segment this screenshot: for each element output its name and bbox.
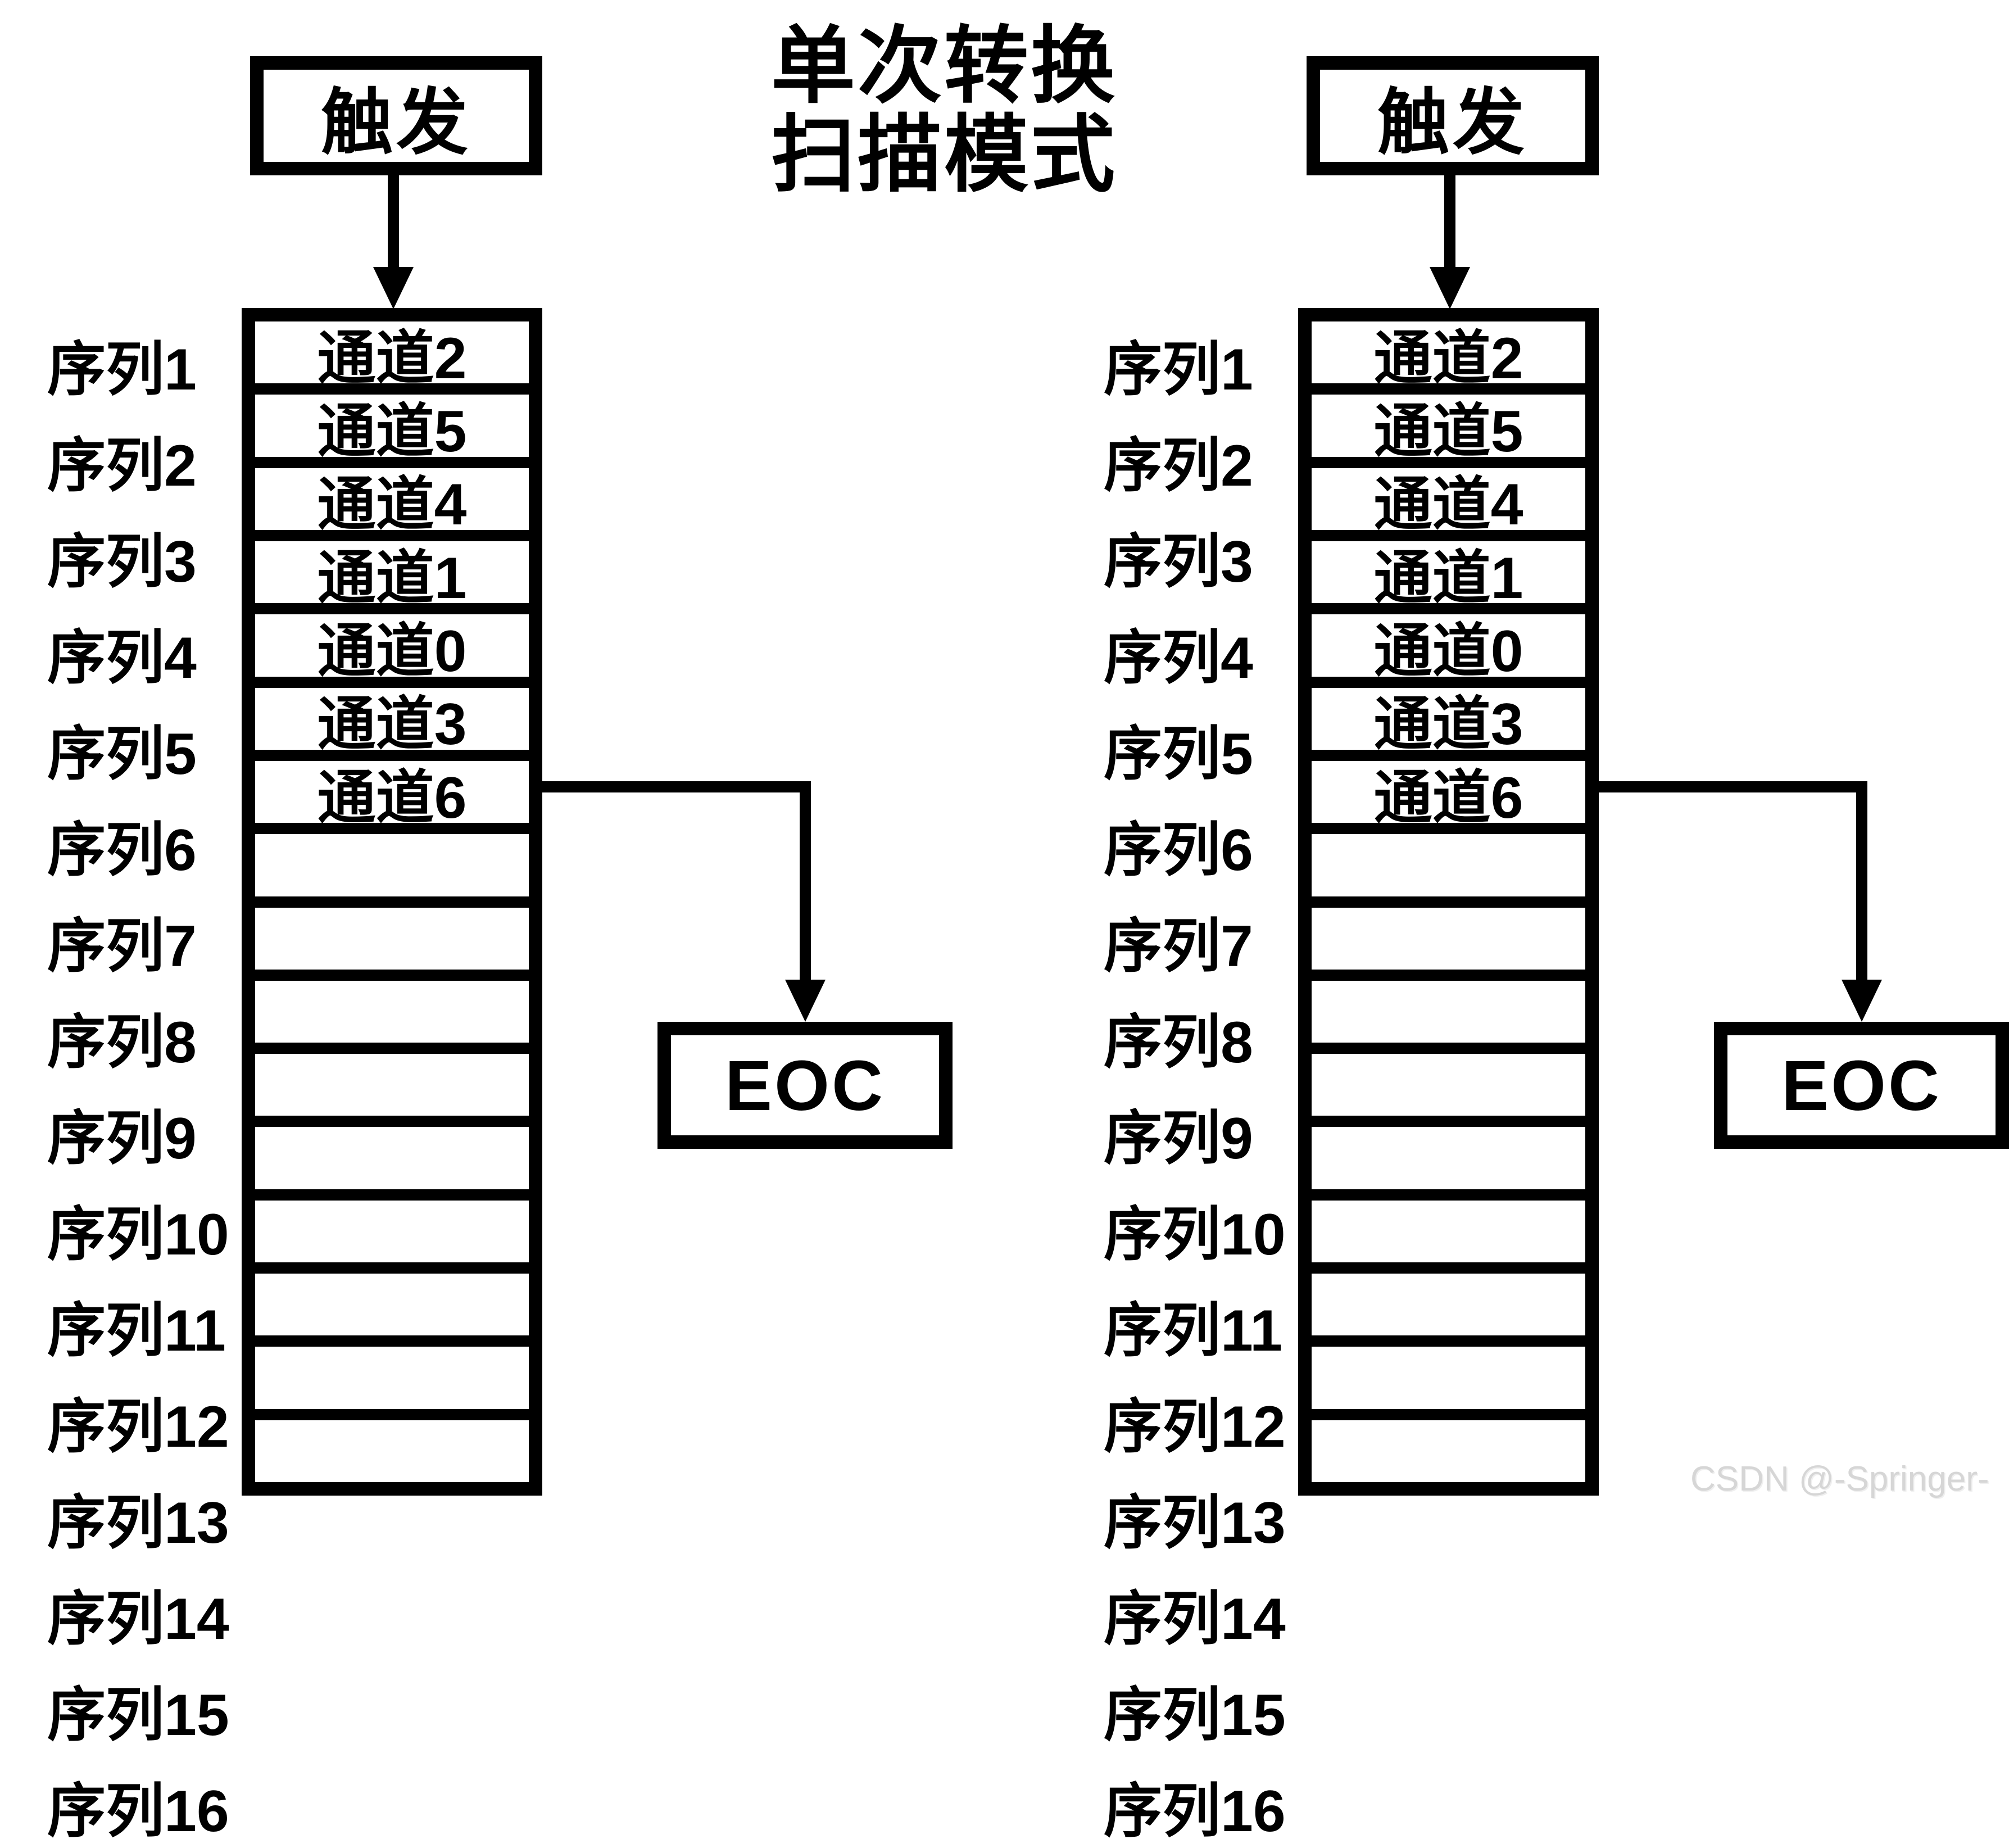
sequence-row-label: 序列4 xyxy=(47,626,197,691)
sequence-table-row: 通道6 xyxy=(255,761,529,835)
sequence-table-row xyxy=(1312,1347,1585,1420)
sequence-row-label: 序列15 xyxy=(1104,1683,1286,1748)
trigger-arrow-stem xyxy=(388,175,399,268)
eoc-box: EOC xyxy=(657,1022,953,1149)
sequence-table-row xyxy=(255,1420,529,1482)
sequence-table-row xyxy=(1312,834,1585,908)
sequence-row-label: 序列3 xyxy=(47,529,197,595)
sequence-row-label: 序列14 xyxy=(47,1587,229,1652)
sequence-row-label: 序列13 xyxy=(47,1491,229,1556)
sequence-row-label: 序列9 xyxy=(1104,1106,1253,1171)
sequence-label-column: 序列1 序列2 序列3 序列4 序列5 序列6 序列7 序列8 序列9 序列10 序列11 序列12 序… xyxy=(0,308,242,1844)
sequence-row-label: 序列2 xyxy=(1104,433,1253,499)
eoc-connector-vertical-line xyxy=(1856,781,1867,980)
sequence-table-row xyxy=(255,981,529,1054)
trigger-box: 触发 xyxy=(1307,56,1599,175)
sequence-table-row: 通道3 xyxy=(1312,688,1585,761)
sequence-row-label: 序列7 xyxy=(1104,914,1253,979)
sequence-row-label: 序列6 xyxy=(1104,818,1253,883)
sequence-table-row xyxy=(255,834,529,908)
sequence-table-row: 通道5 xyxy=(255,395,529,468)
eoc-label: EOC xyxy=(724,1045,886,1125)
sequence-table-row xyxy=(255,1054,529,1127)
arrow-down-icon xyxy=(373,267,414,309)
trigger-box: 触发 xyxy=(250,56,542,175)
sequence-table-row xyxy=(1312,1127,1585,1201)
sequence-table-row xyxy=(1312,1054,1585,1127)
sequence-row-label: 序列10 xyxy=(1104,1202,1286,1267)
sequence-table-row xyxy=(1312,1274,1585,1347)
sequence-table-row: 通道3 xyxy=(255,688,529,761)
sequence-row-label: 序列8 xyxy=(47,1010,197,1075)
sequence-row-label: 序列14 xyxy=(1104,1587,1286,1652)
sequence-row-label: 序列12 xyxy=(47,1394,229,1460)
sequence-table-row xyxy=(255,1127,529,1201)
sequence-row-label: 序列3 xyxy=(1104,529,1253,595)
sequence-table-row: 通道1 xyxy=(255,541,529,615)
sequence-row-label: 序列15 xyxy=(47,1683,229,1748)
sequence-table-row xyxy=(255,908,529,981)
arrow-down-icon xyxy=(1430,267,1470,309)
sequence-label-column: 序列1 序列2 序列3 序列4 序列5 序列6 序列7 序列8 序列9 序列10 序列11 序列12 序… xyxy=(1056,308,1298,1844)
sequence-table-row: 通道2 xyxy=(255,321,529,395)
sequence-row-label: 序列1 xyxy=(47,337,197,402)
sequence-row-label: 序列8 xyxy=(1104,1010,1253,1075)
sequence-table-row: 通道2 xyxy=(1312,321,1585,395)
sequence-row-label: 序列4 xyxy=(1104,626,1253,691)
trigger-label: 触发 xyxy=(1377,82,1528,163)
sequence-row-label: 序列11 xyxy=(1104,1298,1282,1364)
diagram-title-line1: 单次转换 xyxy=(770,19,1117,113)
sequence-table-row: 通道1 xyxy=(1312,541,1585,615)
eoc-connector-horizontal-line xyxy=(1599,781,1867,792)
sequence-row-label: 序列2 xyxy=(47,433,197,499)
sequence-row-label: 序列5 xyxy=(1104,722,1253,787)
sequence-table-row xyxy=(1312,1420,1585,1482)
sequence-table-row: 通道4 xyxy=(255,468,529,541)
arrow-down-icon xyxy=(1842,980,1882,1022)
sequence-row-label: 序列12 xyxy=(1104,1394,1286,1460)
trigger-arrow-stem xyxy=(1444,175,1455,268)
sequence-table-row xyxy=(1312,1201,1585,1274)
sequence-table-row xyxy=(255,1347,529,1420)
eoc-connector-vertical-line xyxy=(800,781,811,980)
sequence-table-row xyxy=(255,1201,529,1274)
sequence-table-row xyxy=(1312,981,1585,1054)
diagram-title: 单次转换 扫描模式 xyxy=(618,21,1270,199)
sequence-table-row: 通道5 xyxy=(1312,395,1585,468)
diagram-title-line2: 扫描模式 xyxy=(770,107,1117,202)
eoc-label: EOC xyxy=(1781,1045,1942,1125)
arrow-down-icon xyxy=(785,980,826,1022)
sequence-row-label: 序列7 xyxy=(47,914,197,979)
sequence-table-row: 通道0 xyxy=(255,614,529,688)
sequence-row-label: 序列1 xyxy=(1104,337,1253,402)
sequence-table-row xyxy=(255,1274,529,1347)
sequence-row-label: 序列9 xyxy=(47,1106,197,1171)
watermark: CSDN @-Springer- xyxy=(1690,1460,1989,1498)
eoc-connector-horizontal-line xyxy=(542,781,811,792)
trigger-label: 触发 xyxy=(320,82,471,163)
sequence-row-label: 序列10 xyxy=(47,1202,229,1267)
sequence-table-row: 通道0 xyxy=(1312,614,1585,688)
sequence-row-label: 序列13 xyxy=(1104,1491,1286,1556)
sequence-table-row: 通道6 xyxy=(1312,761,1585,835)
sequence-row-label: 序列5 xyxy=(47,722,197,787)
sequence-row-label: 序列16 xyxy=(47,1779,229,1844)
sequence-row-label: 序列16 xyxy=(1104,1779,1286,1844)
sequence-row-label: 序列6 xyxy=(47,818,197,883)
sequence-row-label: 序列11 xyxy=(47,1298,226,1364)
sequence-table-row: 通道4 xyxy=(1312,468,1585,541)
eoc-box: EOC xyxy=(1714,1022,2009,1149)
sequence-table-row xyxy=(1312,908,1585,981)
